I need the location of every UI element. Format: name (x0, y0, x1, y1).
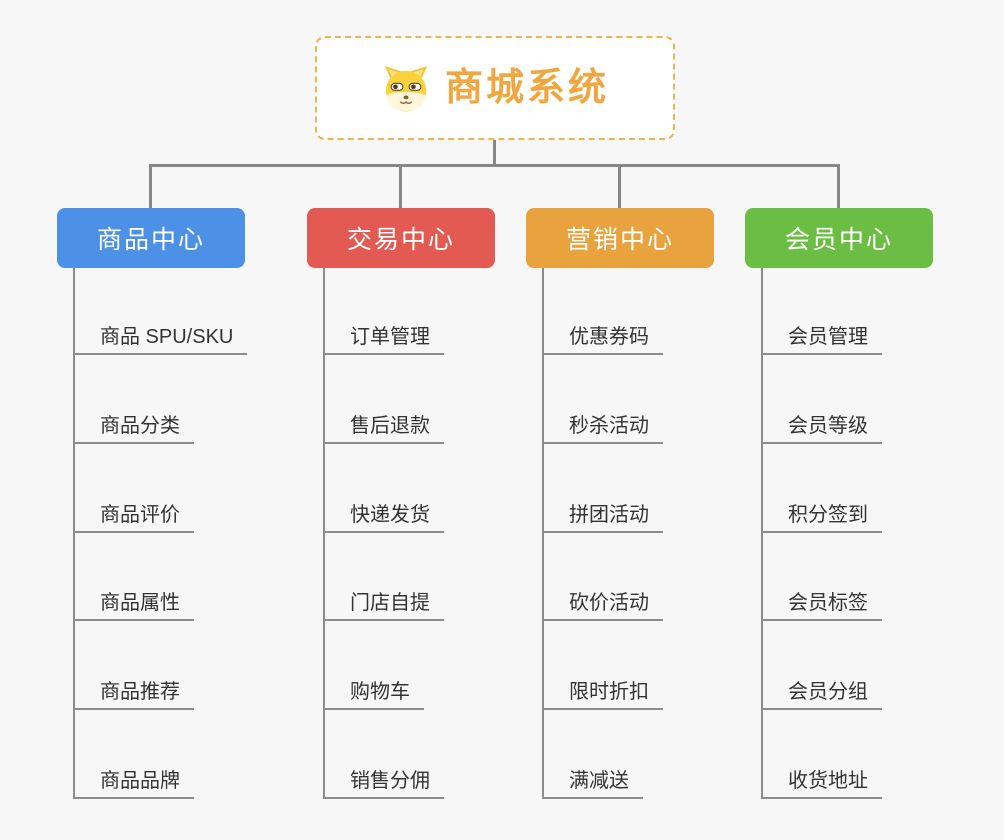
child-topic[interactable]: 砍价活动 (542, 582, 663, 621)
connector-line (149, 164, 840, 167)
branch-topic-label: 会员中心 (784, 226, 893, 254)
branch-topic-0[interactable]: 商品中心 (57, 208, 245, 268)
child-topic[interactable]: 售后退款 (323, 405, 444, 444)
branch-topic-label: 商品中心 (96, 226, 205, 254)
child-topic[interactable]: 商品分类 (73, 405, 194, 444)
connector-line (618, 164, 621, 208)
child-topic[interactable]: 秒杀活动 (542, 405, 663, 444)
child-topic[interactable]: 订单管理 (323, 316, 444, 355)
child-topic[interactable]: 收货地址 (761, 760, 882, 799)
child-topic[interactable]: 会员管理 (761, 316, 882, 355)
connector-line (399, 164, 402, 208)
child-topic[interactable]: 门店自提 (323, 582, 444, 621)
child-topic[interactable]: 拼团活动 (542, 494, 663, 533)
child-topic[interactable]: 商品推荐 (73, 671, 194, 710)
connector-line (323, 268, 325, 799)
child-topic[interactable]: 会员标签 (761, 582, 882, 621)
connector-line (837, 164, 840, 208)
child-topic[interactable]: 限时折扣 (542, 671, 663, 710)
connector-line (149, 164, 152, 208)
connector-line (493, 140, 496, 167)
child-topic[interactable]: 快递发货 (323, 494, 444, 533)
child-topic[interactable]: 优惠券码 (542, 316, 663, 355)
connector-line (73, 268, 75, 799)
branch-topic-label: 交易中心 (346, 226, 455, 254)
branch-topic-1[interactable]: 交易中心 (307, 208, 495, 268)
root-topic[interactable]: 商城系统 (315, 36, 675, 140)
child-topic[interactable]: 购物车 (323, 671, 424, 710)
dog-icon (384, 66, 428, 112)
child-topic[interactable]: 满减送 (542, 760, 643, 799)
branch-topic-3[interactable]: 会员中心 (745, 208, 933, 268)
child-topic[interactable]: 商品属性 (73, 582, 194, 621)
root-topic-title: 商城系统 (444, 67, 609, 109)
connector-line (761, 268, 763, 799)
child-topic[interactable]: 商品评价 (73, 494, 194, 533)
branch-topic-2[interactable]: 营销中心 (526, 208, 714, 268)
child-topic[interactable]: 商品 SPU/SKU (73, 316, 248, 355)
child-topic[interactable]: 销售分佣 (323, 760, 444, 799)
child-topic[interactable]: 会员等级 (761, 405, 882, 444)
child-topic[interactable]: 商品品牌 (73, 760, 194, 799)
connector-line (542, 268, 544, 799)
branch-topic-label: 营销中心 (565, 226, 674, 254)
child-topic[interactable]: 会员分组 (761, 671, 882, 710)
child-topic[interactable]: 积分签到 (761, 494, 882, 533)
